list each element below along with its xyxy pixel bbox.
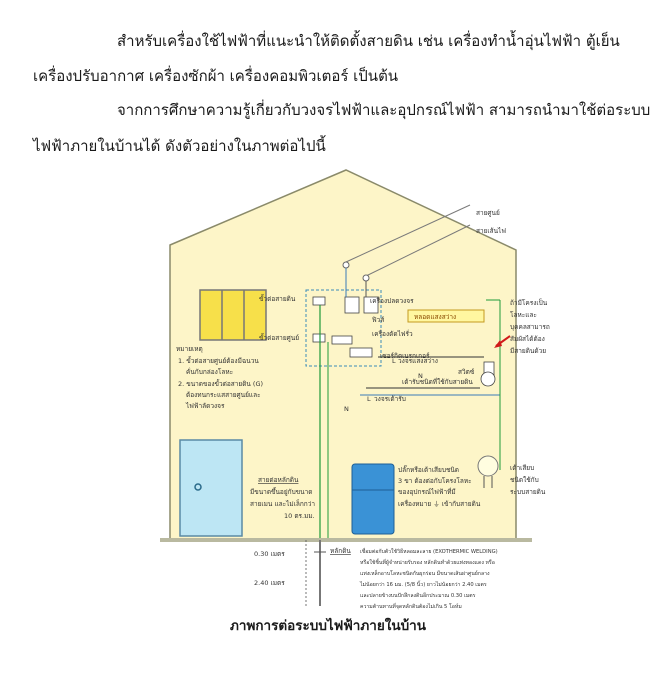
svg-text:โลหะและ: โลหะและ (510, 311, 537, 319)
paragraph-line-4: ไฟฟ้าภายในบ้านได้ ดังตัวอย่างในภาพต่อไปน… (33, 137, 326, 155)
svg-text:เครื่องหมาย ⏚ เข้ากับสายดิน: เครื่องหมาย ⏚ เข้ากับสายดิน (398, 499, 481, 508)
label-L-1: L (392, 357, 396, 365)
svg-text:หรือใช้ชิ้นที่ผู้จำหน่ายรับรอง: หรือใช้ชิ้นที่ผู้จำหน่ายรับรอง หลักดินทำ… (360, 558, 495, 566)
fuse-label: ฟิวส์ (372, 316, 384, 324)
plug (477, 455, 499, 488)
plug-note: ปลั๊กหรือเต้าเสียบชนิด 3 ขา ต้องต่อกับโค… (398, 465, 481, 508)
svg-text:เต้าเสียบ: เต้าเสียบ (510, 464, 534, 472)
metal-case-note: ถ้ามีโครงเป็น โลหะและ บุคคลสามารถ สัมผัส… (510, 298, 550, 355)
panel-box (305, 289, 382, 367)
paragraph-line-1: สำหรับเครื่องใช้ไฟฟ้าที่แนะนำให้ติดตั้งส… (117, 32, 620, 50)
depth-bottom-label: 2.40 เมตร (254, 579, 285, 587)
svg-text:ชนิดใช้กับ: ชนิดใช้กับ (510, 476, 539, 484)
svg-text:2. ขนาดของขั้วต่อสายดิน (G): 2. ขนาดของขั้วต่อสายดิน (G) (178, 379, 263, 388)
ground (160, 538, 532, 542)
depth-top-label: 0.30 เมตร (254, 550, 285, 558)
label-N-2: N (344, 405, 349, 413)
main-breaker-label: เครื่องปลดวงจร (370, 296, 414, 305)
socket-grounded-label: เต้ารับชนิดที่ใช้กับสายดิน (402, 377, 473, 386)
svg-text:หมายเหตุ: หมายเหตุ (176, 345, 203, 353)
lamp-label: หลอดแสงสว่าง (414, 313, 456, 321)
refrigerator (351, 463, 395, 535)
socket (480, 371, 496, 387)
label-L-2: L (367, 395, 371, 403)
socket-circuit-label: วงจรเต้ารับ (374, 395, 406, 403)
house-outline (169, 169, 517, 541)
circuit-breaker-label: เซอร์กิตเบรกเกอร์ (380, 352, 430, 360)
svg-text:สายเมน และไม่เล็กกว่า: สายเมน และไม่เล็กกว่า (250, 499, 315, 508)
svg-text:บุคคลสามารถ: บุคคลสามารถ (510, 323, 550, 331)
svg-text:3 ขา ต้องต่อกับโครงโลหะ: 3 ขา ต้องต่อกับโครงโลหะ (398, 477, 472, 485)
svg-text:1. ขั้วต่อสายศูนย์ต้องมีฉนวน: 1. ขั้วต่อสายศูนย์ต้องมีฉนวน (178, 356, 259, 365)
svg-text:และปลายข้างบนปักลึกลงดินอีกประ: และปลายข้างบนปักลึกลงดินอีกประมาณ 0.30 เ… (360, 592, 476, 599)
svg-text:10 ตร.มม.: 10 ตร.มม. (284, 512, 315, 520)
ground-terminal-label: ขั้วต่อสายดิน (259, 294, 296, 303)
svg-text:เชื่อมต่อกับตัวใช้วิธีหลอมละลา: เชื่อมต่อกับตัวใช้วิธีหลอมละลาย (EXOTHER… (360, 548, 498, 555)
svg-text:ความต้านทานที่จุดหลักดินต้องไม: ความต้านทานที่จุดหลักดินต้องไม่เกิน 5 โอ… (360, 602, 462, 610)
svg-text:ของอุปกรณ์ไฟฟ้าที่มี: ของอุปกรณ์ไฟฟ้าที่มี (398, 487, 456, 496)
svg-text:หลักดิน: หลักดิน (330, 547, 351, 555)
paragraph-line-2: เครื่องปรับอากาศ เครื่องซักผ้า เครื่องคอ… (33, 67, 399, 85)
switch-label: สวิตซ์ (458, 368, 475, 376)
svg-text:สายต่อหลักดิน: สายต่อหลักดิน (258, 476, 299, 484)
wire-line-label: สายเส้นไฟ (476, 227, 506, 235)
ground-wire-note: สายต่อหลักดิน มีขนาดขึ้นอยู่กับขนาด สายเ… (250, 476, 315, 520)
lighting-circuit-label: วงจรแสงสว่าง (398, 357, 438, 365)
svg-text:ต้องทนกระแสสายศูนย์และ: ต้องทนกระแสสายศูนย์และ (186, 391, 261, 399)
svg-text:ระบบสายดิน: ระบบสายดิน (510, 488, 546, 496)
label-N-1: N (418, 372, 423, 380)
ground-rod-note: หลักดิน เชื่อมต่อกับตัวใช้วิธีหลอมละลาย … (330, 547, 498, 610)
cutout-label: เครื่องตัดไฟรั่ว (372, 329, 413, 338)
svg-text:แท่งเหล็กอาบโลหะชนิดกันผุกร่อน: แท่งเหล็กอาบโลหะชนิดกันผุกร่อน มีขนาดเส้… (360, 569, 490, 577)
svg-text:มีขนาดขึ้นอยู่กับขนาด: มีขนาดขึ้นอยู่กับขนาด (250, 487, 312, 496)
note-block: หมายเหตุ 1. ขั้วต่อสายศูนย์ต้องมีฉนวน คั… (176, 345, 263, 410)
svg-text:มีสายดินด้วย: มีสายดินด้วย (510, 347, 546, 355)
paragraph-line-3: จากการศึกษาความรู้เกี่ยวกับวงจรไฟฟ้าและอ… (117, 101, 651, 119)
wire-neutral-label: สายศูนย์ (476, 209, 500, 217)
house-wiring-diagram: สายศูนย์ สายเส้นไฟ เครื่องปลดวงจร ฟิวส์ … (160, 169, 550, 610)
door (179, 439, 243, 537)
window (199, 289, 267, 341)
svg-text:ปลั๊กหรือเต้าเสียบชนิด: ปลั๊กหรือเต้าเสียบชนิด (398, 465, 459, 474)
svg-text:ไฟฟ้าลัดวงจร: ไฟฟ้าลัดวงจร (185, 402, 225, 410)
neutral-terminal-label: ขั้วต่อสายศูนย์ (259, 333, 299, 342)
figure-caption: ภาพการต่อระบบไฟฟ้าภายในบ้าน (230, 618, 426, 634)
plug-right-note: เต้าเสียบ ชนิดใช้กับ ระบบสายดิน (510, 464, 546, 496)
svg-text:ถ้ามีโครงเป็น: ถ้ามีโครงเป็น (510, 298, 548, 307)
svg-text:ไม่น้อยกว่า 16 มม. (5/8 นิ้ว): ไม่น้อยกว่า 16 มม. (5/8 นิ้ว) ยาวไม่น้อย… (359, 580, 487, 588)
svg-text:คั่นกับกล่องโลหะ: คั่นกับกล่องโลหะ (186, 367, 233, 376)
svg-text:สัมผัสได้ต้อง: สัมผัสได้ต้อง (510, 335, 545, 343)
lamp (407, 309, 485, 323)
